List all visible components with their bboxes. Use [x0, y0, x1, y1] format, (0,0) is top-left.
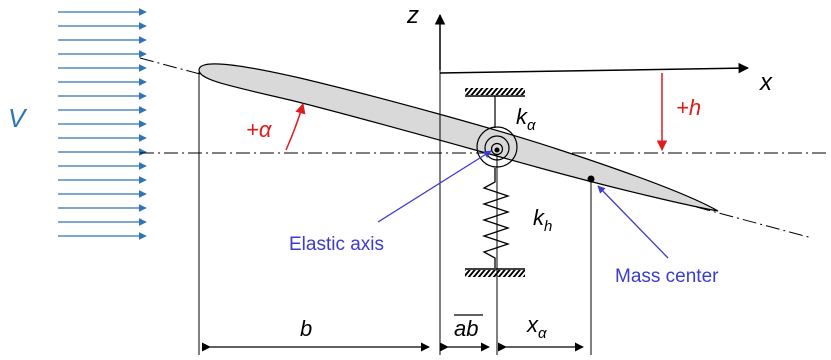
bending-stiffness-subscript: h — [544, 218, 552, 235]
torsional-stiffness-label: kα — [516, 104, 536, 134]
freestream-velocity-label: V — [8, 103, 28, 133]
offset-label: ab — [454, 316, 478, 341]
mass-center-dot — [587, 175, 595, 183]
mass-center-callout-arrow — [597, 185, 669, 259]
top-ground-hatch — [465, 88, 525, 95]
mass-offset-subscript: α — [538, 325, 547, 342]
plunge-label: +h — [676, 95, 701, 120]
mass-center-label: Mass center — [615, 266, 719, 287]
semi-chord-label: b — [300, 316, 312, 341]
torsional-stiffness-symbol: k — [516, 104, 528, 129]
bending-stiffness-label: kh — [533, 205, 552, 235]
freestream-arrows — [58, 8, 147, 240]
x-axis — [439, 62, 750, 74]
elastic-axis-callout-arrow — [377, 150, 492, 223]
bending-stiffness-symbol: k — [533, 205, 545, 230]
mass-offset-symbol: x — [526, 312, 539, 337]
z-axis-label: z — [406, 2, 419, 29]
bottom-ground-hatch — [465, 270, 525, 277]
pitch-arrow — [285, 102, 306, 151]
pitch-label: +α — [246, 117, 273, 142]
x-axis-label: x — [759, 69, 773, 96]
mass-offset-label: xα — [526, 312, 547, 342]
airfoil-section — [198, 63, 719, 212]
bending-spring — [481, 168, 511, 268]
torsional-stiffness-subscript: α — [527, 117, 536, 134]
elastic-axis-label: Elastic axis — [289, 234, 384, 255]
